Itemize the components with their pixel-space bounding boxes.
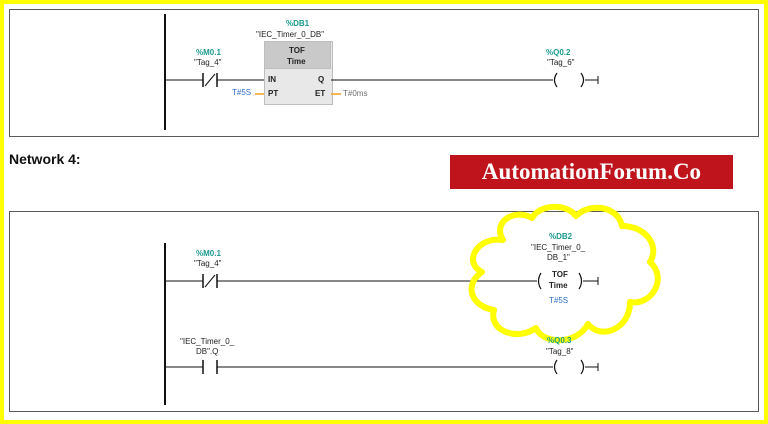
network-3-panel — [9, 9, 759, 137]
coil-network-4 — [553, 359, 585, 375]
highlight-cloud — [468, 203, 661, 344]
timer-db-name: "IEC_Timer_0_DB" — [256, 30, 325, 39]
pt-value[interactable]: T#5S — [232, 88, 252, 97]
et-value: T#0ms — [343, 89, 368, 98]
timer-db-address: %DB1 — [286, 19, 310, 28]
network-4-panel — [9, 211, 759, 412]
timer-coil-db-address: %DB2 — [549, 232, 573, 241]
timer-coil-db-name-line1: "IEC_Timer_0_ — [531, 243, 586, 252]
timer-coil-preset[interactable]: T#5S — [549, 296, 569, 305]
network-4-coil2-address: %Q0.3 — [547, 336, 572, 345]
no-contact-network-4 — [202, 360, 218, 374]
network-3-contact-tag: "Tag_4" — [194, 58, 222, 67]
pin-pt-label: PT — [268, 89, 279, 98]
timer-block-type: TOF — [289, 46, 305, 55]
coil-network-3 — [553, 72, 585, 88]
network-4-coil2-tag: "Tag_8" — [546, 347, 574, 356]
network-3-coil-tag: "Tag_6" — [547, 58, 575, 67]
network-3-contact-address: %M0.1 — [196, 48, 221, 57]
watermark-banner: AutomationForum.Co — [450, 155, 733, 189]
network-4-contact1-tag: "Tag_4" — [194, 259, 222, 268]
network-3-coil-address: %Q0.2 — [546, 48, 571, 57]
tof-timer-coil — [537, 272, 583, 290]
timer-coil-db-name-line2: DB_1" — [547, 253, 570, 262]
tof-block-header — [264, 41, 331, 69]
timer-coil-type: TOF — [552, 270, 568, 279]
nc-contact-network-4 — [202, 274, 218, 288]
pin-et-label: ET — [315, 89, 326, 98]
timer-coil-type-sub: Time — [549, 281, 568, 290]
timer-block-type-sub: Time — [287, 57, 306, 66]
network-4-contact2-tag-line2: DB".Q — [196, 347, 219, 356]
network-4-contact1-address: %M0.1 — [196, 249, 221, 258]
network-4-title: Network 4: — [9, 151, 81, 167]
pin-in-label: IN — [268, 75, 276, 84]
pin-q-label: Q — [318, 75, 325, 84]
network-4-contact2-tag-line1: "IEC_Timer_0_ — [180, 337, 235, 346]
nc-contact-network-3 — [202, 73, 218, 87]
